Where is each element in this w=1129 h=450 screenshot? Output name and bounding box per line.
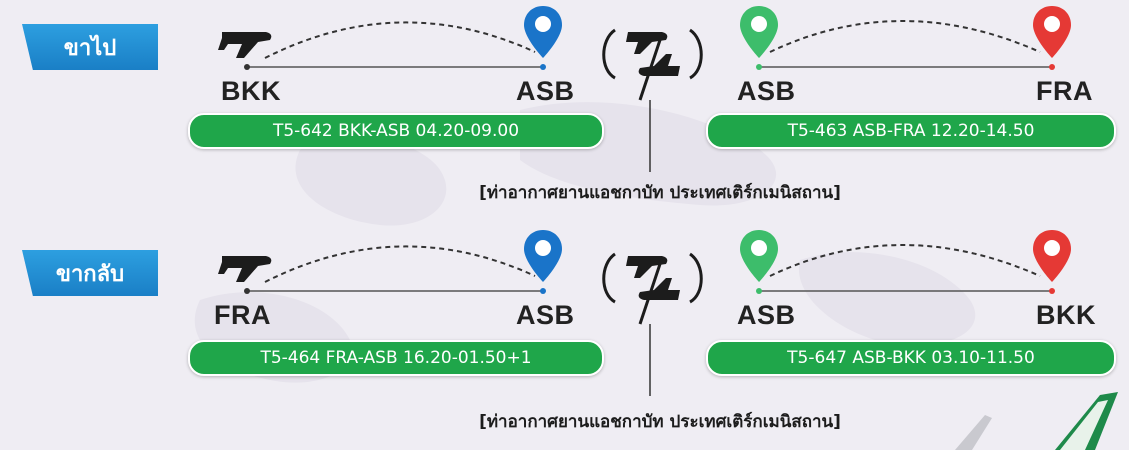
origin-code: BKK	[221, 76, 281, 106]
destination-code: ASB	[516, 76, 575, 106]
tail-fin-graphic	[955, 392, 1118, 450]
outbound-section: ขาไป	[0, 0, 1129, 203]
stopover-label: [ท่าอากาศยานแอชกาบัท ประเทศเติร์กเมนิสถา…	[479, 183, 841, 203]
airplane-icon	[218, 32, 272, 58]
location-pin-icon	[740, 6, 778, 58]
transfer-icon	[602, 252, 703, 325]
return-tab: ขากลับ	[22, 250, 158, 296]
destination-code: BKK	[1036, 300, 1096, 330]
transfer-icon	[602, 28, 703, 101]
destination-code: ASB	[516, 300, 575, 330]
location-pin-icon	[1033, 6, 1071, 58]
origin-code: FRA	[214, 300, 271, 330]
location-pin-icon	[524, 6, 562, 58]
flight-pill: T5-464 FRA-ASB 16.20-01.50+1	[188, 340, 604, 376]
location-pin-icon	[524, 230, 562, 282]
return-section: ขากลับ	[0, 228, 1129, 432]
stopover-label: [ท่าอากาศยานแอชกาบัท ประเทศเติร์กเมนิสถา…	[479, 412, 841, 432]
destination-code: FRA	[1036, 76, 1093, 106]
origin-code: ASB	[737, 76, 796, 106]
origin-code: ASB	[737, 300, 796, 330]
flight-pill: T5-647 ASB-BKK 03.10-11.50	[706, 340, 1116, 376]
location-pin-icon	[1033, 230, 1071, 282]
outbound-routes-graphic	[218, 6, 1071, 172]
return-routes-graphic	[218, 230, 1071, 396]
outbound-tab: ขาไป	[22, 24, 158, 70]
flight-pill: T5-642 BKK-ASB 04.20-09.00	[188, 113, 604, 149]
flight-pill: T5-463 ASB-FRA 12.20-14.50	[706, 113, 1116, 149]
airplane-icon	[218, 256, 272, 282]
location-pin-icon	[740, 230, 778, 282]
